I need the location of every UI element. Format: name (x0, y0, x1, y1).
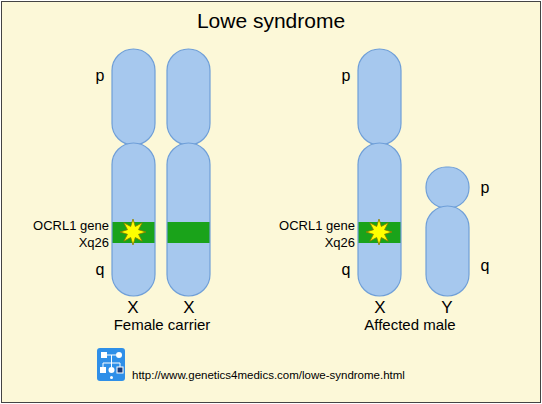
mutation-star (120, 219, 146, 245)
gene-label: OCRL1 gene (33, 219, 109, 232)
arm-label: q (481, 258, 490, 274)
arm-label: q (342, 262, 351, 278)
arm-label: p (342, 68, 351, 84)
chromosome-label: X (374, 299, 385, 316)
chromosome-label: X (183, 299, 194, 316)
chromosome-label: X (127, 299, 138, 316)
arm-label: p (96, 68, 105, 84)
x-chromosome (167, 49, 210, 296)
x-chromosome (358, 49, 401, 296)
locus-label: Xq26 (79, 236, 109, 249)
source-url: http://www.genetics4medics.com/lowe-synd… (132, 370, 405, 382)
chromosome-label: Y (441, 299, 452, 316)
gene-label: OCRL1 gene (279, 219, 355, 232)
locus-label: Xq26 (325, 236, 355, 249)
gene-band (167, 222, 210, 243)
mutation-star (366, 219, 392, 245)
group-label: Affected male (364, 317, 455, 332)
arm-label: p (481, 180, 490, 196)
diagram-title: Lowe syndrome (197, 10, 345, 31)
x-chromosome (112, 49, 155, 296)
group-label: Female carrier (114, 317, 211, 332)
arm-label: q (96, 262, 105, 278)
pedigree-logo (97, 348, 125, 381)
y-chromosome (426, 167, 469, 296)
